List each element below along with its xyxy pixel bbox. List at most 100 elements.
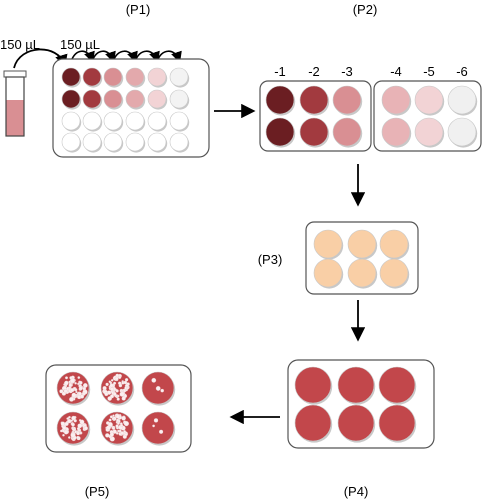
well xyxy=(299,117,330,148)
plaque xyxy=(155,386,161,391)
plaque xyxy=(118,429,122,433)
well xyxy=(337,366,376,405)
well xyxy=(414,117,445,148)
plate-well-with-plaques xyxy=(141,411,176,446)
plaque xyxy=(107,396,112,401)
plaque xyxy=(64,380,69,386)
plaque xyxy=(73,426,76,430)
plate-well-with-plaques xyxy=(141,371,176,406)
plaque xyxy=(112,427,116,430)
well xyxy=(447,85,478,116)
well xyxy=(61,89,82,110)
plaque xyxy=(64,421,69,426)
well xyxy=(414,85,445,116)
plaque xyxy=(69,396,74,402)
plaque xyxy=(63,429,69,435)
plaque xyxy=(59,389,64,394)
label-p4: (P4) xyxy=(344,484,369,499)
plaque xyxy=(116,418,120,422)
well xyxy=(169,111,190,132)
plaque xyxy=(78,391,82,396)
plaque xyxy=(109,415,113,419)
well xyxy=(125,89,146,110)
well xyxy=(82,67,103,88)
plaque xyxy=(151,377,157,383)
plaque xyxy=(75,390,78,394)
plaque xyxy=(160,388,164,393)
plaque xyxy=(115,414,121,419)
well xyxy=(381,85,412,116)
plate-p3 xyxy=(305,221,419,295)
well xyxy=(61,67,82,88)
plaque xyxy=(109,432,114,437)
plaque xyxy=(120,431,125,435)
plaque xyxy=(108,422,113,427)
plaque xyxy=(71,422,75,427)
well xyxy=(378,366,417,405)
plaque xyxy=(118,383,123,388)
well xyxy=(147,67,168,88)
plate-well-with-plaques xyxy=(56,411,91,446)
plaque xyxy=(60,421,66,426)
plaque xyxy=(123,421,129,427)
well xyxy=(169,67,190,88)
plaque xyxy=(114,376,119,381)
plaque xyxy=(74,388,78,392)
plaque xyxy=(115,373,120,378)
plaque xyxy=(123,430,126,433)
plaque xyxy=(79,380,83,385)
plaque xyxy=(66,417,69,420)
well xyxy=(82,89,103,110)
well xyxy=(147,111,168,132)
plaque xyxy=(112,392,117,396)
plaque xyxy=(63,389,68,393)
plaque xyxy=(112,414,115,417)
plaque xyxy=(65,376,68,380)
plaque xyxy=(69,376,73,380)
plaque xyxy=(120,424,124,427)
well xyxy=(103,132,124,153)
plate-p4 xyxy=(287,359,435,449)
well xyxy=(347,229,378,260)
plaque xyxy=(110,379,114,382)
plaque xyxy=(108,418,112,422)
plaque xyxy=(83,424,87,428)
well xyxy=(381,117,412,148)
well xyxy=(61,111,82,132)
plaque xyxy=(104,392,109,397)
plaque xyxy=(70,419,73,422)
plate-well-with-plaques xyxy=(56,371,91,406)
plaque xyxy=(60,429,63,433)
plaque xyxy=(109,383,114,388)
well xyxy=(332,117,363,148)
plate-well-with-plaques xyxy=(100,371,135,406)
plaque xyxy=(125,386,129,390)
plaque xyxy=(115,389,119,393)
well xyxy=(447,117,478,148)
well xyxy=(379,258,410,289)
well xyxy=(379,229,410,260)
plaque xyxy=(77,382,80,386)
plaque xyxy=(119,391,125,397)
plate-p1 xyxy=(52,58,210,158)
label-p2: (P2) xyxy=(353,2,378,17)
well xyxy=(82,111,103,132)
plaque xyxy=(116,397,120,401)
plaque xyxy=(117,394,120,398)
well xyxy=(125,132,146,153)
well xyxy=(103,111,124,132)
dilution-label: -5 xyxy=(423,64,435,79)
plaque xyxy=(118,375,122,379)
dilution-label: -4 xyxy=(390,64,402,79)
plaque xyxy=(124,378,129,382)
plaque xyxy=(121,381,125,385)
well xyxy=(169,132,190,153)
well xyxy=(265,117,296,148)
well xyxy=(103,89,124,110)
well xyxy=(294,404,333,443)
plaque xyxy=(68,383,73,388)
plaque xyxy=(70,378,75,383)
plaque xyxy=(77,423,83,429)
well xyxy=(147,89,168,110)
plaque xyxy=(82,392,86,396)
